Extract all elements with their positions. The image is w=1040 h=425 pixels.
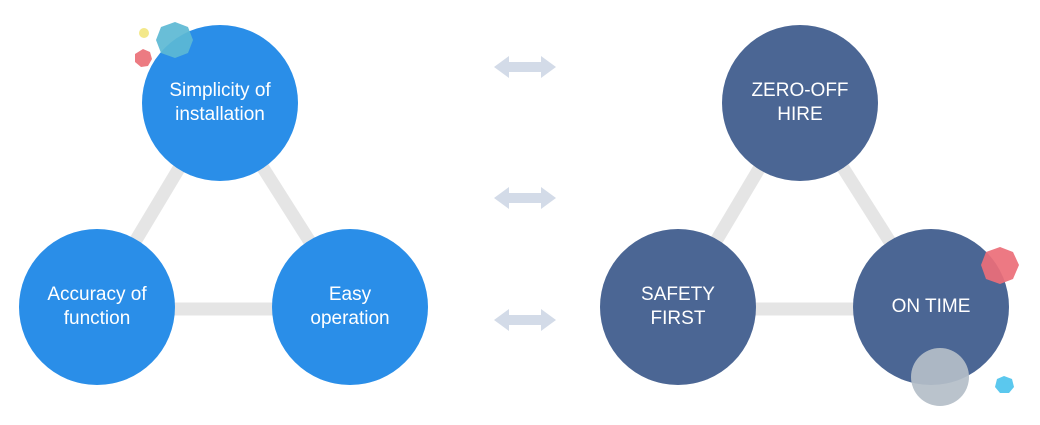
double-arrow-icon-bottom — [494, 309, 556, 331]
teal-hexagon-icon — [156, 22, 193, 58]
sky-hexagon-icon — [995, 376, 1014, 393]
double-arrow-icon-middle — [494, 187, 556, 209]
node-zero-off-hire: ZERO-OFF HIRE — [722, 25, 878, 181]
node-label: Simplicity of installation — [169, 80, 271, 125]
double-arrow-icon-top — [494, 56, 556, 78]
node-label: Easy operation — [310, 284, 390, 329]
node-accuracy-of-function: Accuracy of function — [19, 229, 175, 385]
yellow-dot-icon — [139, 28, 149, 38]
node-simplicity-of-installation: Simplicity of installation — [142, 25, 298, 181]
pink-hexagon-icon — [135, 49, 152, 67]
node-easy-operation: Easy operation — [272, 229, 428, 385]
node-label: SAFETY FIRST — [641, 284, 715, 329]
node-label: Accuracy of function — [47, 284, 147, 329]
node-safety-first: SAFETY FIRST — [600, 229, 756, 385]
node-label: ON TIME — [891, 296, 971, 317]
coral-hexagon-icon — [981, 247, 1019, 284]
gray-circle-icon — [911, 348, 969, 406]
node-label: ZERO-OFF HIRE — [751, 80, 849, 125]
